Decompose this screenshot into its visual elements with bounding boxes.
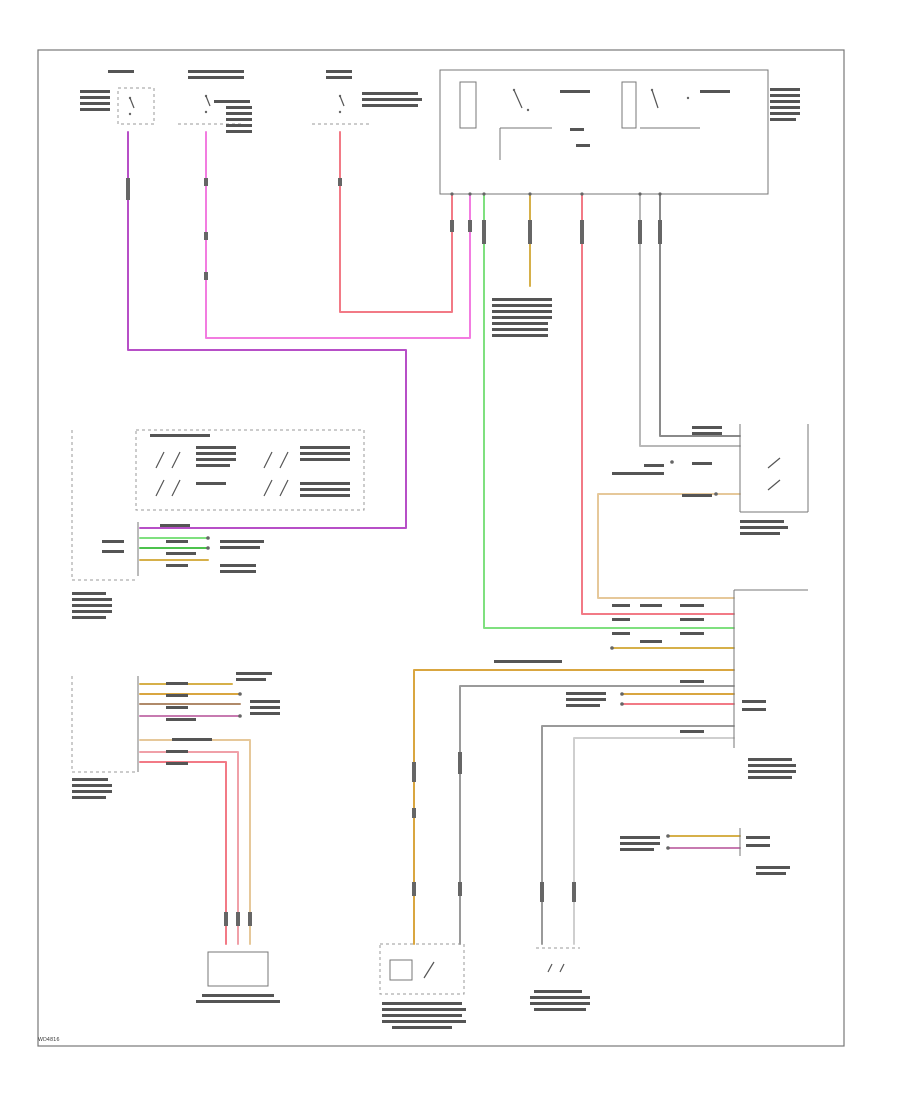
relay-block-top <box>439 69 800 195</box>
control-module-lower-left <box>71 672 280 799</box>
wire-gray-1 <box>659 193 741 437</box>
seat-sensor-box <box>196 951 280 1003</box>
wire-green <box>483 193 735 629</box>
wire-red-right <box>581 193 735 615</box>
control-switch-panel <box>135 429 365 511</box>
wire-to-seat-2 <box>139 751 239 945</box>
fuse-top-right <box>312 70 422 125</box>
fuse-top-mid <box>178 70 252 133</box>
wire-gray-switch-2 <box>573 737 735 945</box>
wire-red-top <box>339 131 453 313</box>
wire-connectors <box>126 178 662 926</box>
diagram-frame <box>37 49 845 1047</box>
figure-ref-code: WD4816 <box>38 1037 60 1043</box>
pressure-switch-box <box>530 947 590 1011</box>
instrument-cluster <box>620 828 790 875</box>
motor-box <box>379 943 466 1029</box>
wire-to-seat-3 <box>139 761 227 945</box>
wire-orange <box>413 669 735 945</box>
wire-gray-switch <box>541 725 735 945</box>
right-connector-top <box>612 424 809 535</box>
wire-purple <box>127 131 407 529</box>
fuse-top-left <box>80 70 155 125</box>
control-module-left <box>71 430 264 619</box>
wire-to-seat-1 <box>139 739 251 945</box>
wire-gray-2 <box>639 193 741 447</box>
wire-tan <box>597 493 741 599</box>
wire-labels <box>160 298 722 765</box>
wire-gray-motor <box>459 685 735 945</box>
right-control-module <box>494 589 808 779</box>
relay-pins <box>450 192 662 196</box>
wire-pink <box>205 131 471 339</box>
